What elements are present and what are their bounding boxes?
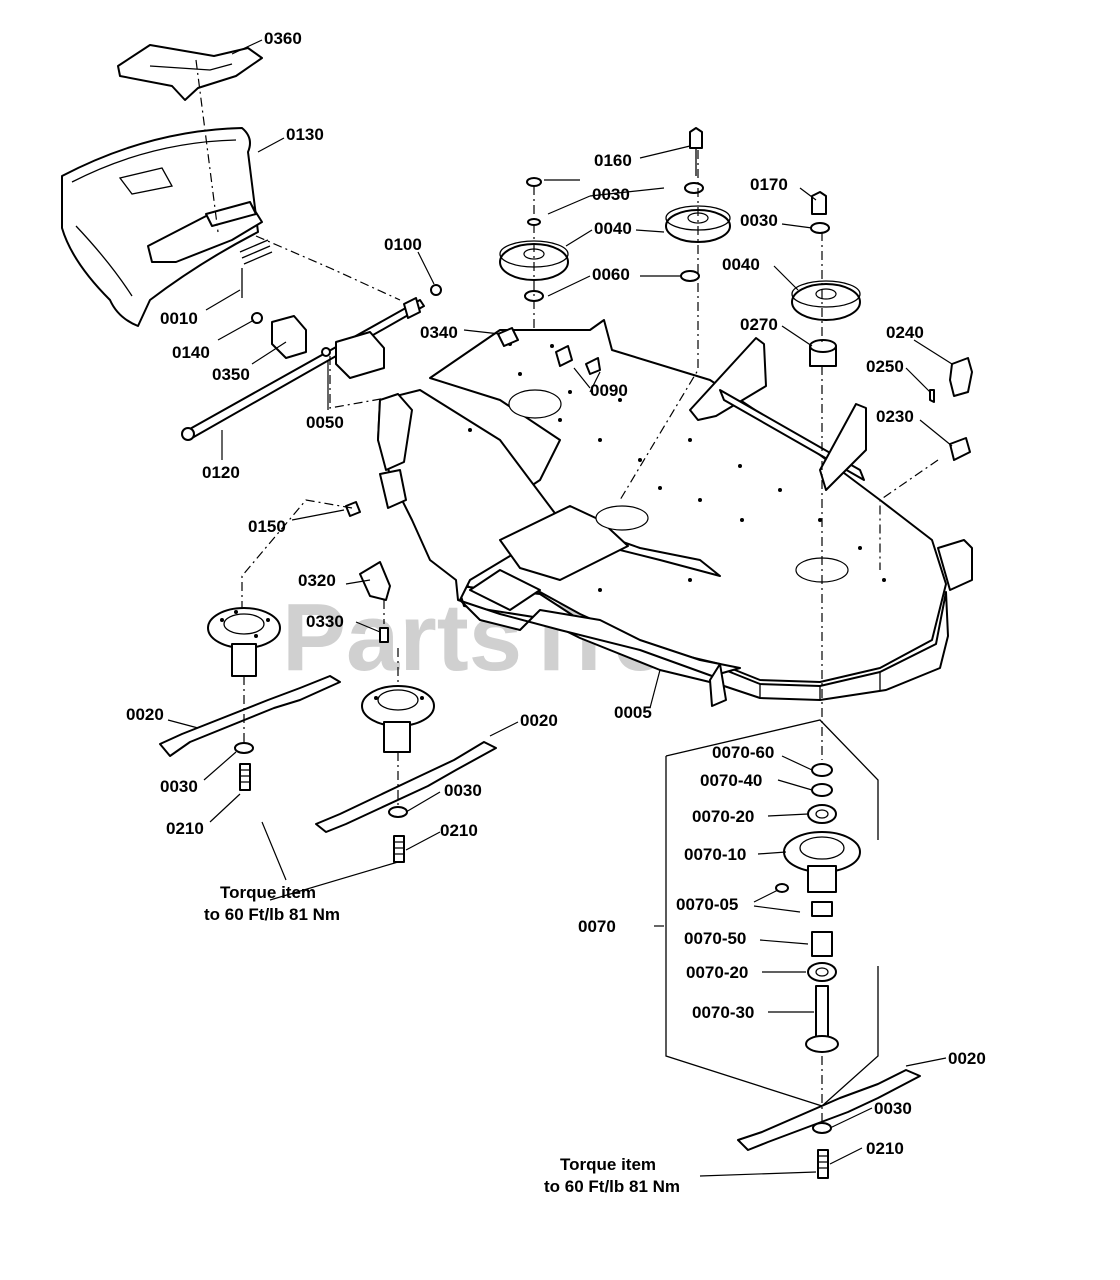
label-0360: 0360 — [264, 29, 302, 48]
label-0070-05: 0070-05 — [676, 895, 738, 914]
pivot-hardware — [251, 284, 442, 517]
chute-dash-lines — [195, 59, 421, 612]
label-0150: 0150 — [248, 517, 286, 536]
label-0210-right: 0210 — [866, 1139, 904, 1158]
label-0090: 0090 — [590, 381, 628, 400]
torque-note-right-line2: to 60 Ft/lb 81 Nm — [544, 1177, 680, 1196]
label-0070-60: 0070-60 — [712, 743, 774, 762]
label-0130: 0130 — [286, 125, 324, 144]
label-0320: 0320 — [298, 571, 336, 590]
label-0060: 0060 — [592, 265, 630, 284]
label-0020-left: 0020 — [126, 705, 164, 724]
label-0020-right: 0020 — [948, 1049, 986, 1068]
label-0030-bottom: 0030 — [874, 1099, 912, 1118]
label-0210-mid: 0210 — [440, 821, 478, 840]
label-0070-20a: 0070-20 — [692, 807, 754, 826]
label-0140: 0140 — [172, 343, 210, 362]
chute-spring-0010 — [239, 239, 273, 298]
discharge-chute-0130 — [61, 127, 263, 327]
blade-left-0020 — [159, 675, 341, 757]
label-0350: 0350 — [212, 365, 250, 384]
label-0030-mid: 0030 — [444, 781, 482, 800]
label-0340: 0340 — [420, 323, 458, 342]
label-0070-10: 0070-10 — [684, 845, 746, 864]
label-0020-mid: 0020 — [520, 711, 558, 730]
label-0070: 0070 — [578, 917, 616, 936]
mower-deck-0005 — [377, 319, 973, 707]
label-0040-right: 0040 — [722, 255, 760, 274]
label-0100: 0100 — [384, 235, 422, 254]
label-0330: 0330 — [306, 612, 344, 631]
label-0050: 0050 — [306, 413, 344, 432]
label-0210-left: 0210 — [166, 819, 204, 838]
label-0070-30: 0070-30 — [692, 1003, 754, 1022]
label-0040-top: 0040 — [594, 219, 632, 238]
part-labels: 0360 0130 0010 0100 0140 0350 0050 0120 … — [126, 29, 986, 1158]
label-0270: 0270 — [740, 315, 778, 334]
torque-note-right-line1: Torque item — [560, 1155, 656, 1174]
label-0070-40: 0070-40 — [700, 771, 762, 790]
label-0250: 0250 — [866, 357, 904, 376]
chute-bracket-0360 — [117, 44, 263, 101]
label-0010: 0010 — [160, 309, 198, 328]
blade-middle-0020 — [315, 741, 497, 833]
label-0070-50: 0070-50 — [684, 929, 746, 948]
torque-note-left-line2: to 60 Ft/lb 81 Nm — [204, 905, 340, 924]
washer-bolt-left — [234, 676, 254, 791]
label-0030-right: 0030 — [740, 211, 778, 230]
label-0030-left: 0030 — [160, 777, 198, 796]
label-0005: 0005 — [614, 703, 652, 722]
label-0230: 0230 — [876, 407, 914, 426]
washer-bolt-middle — [388, 752, 408, 863]
pulley-stack-right — [791, 191, 861, 367]
pulley-dash-lines — [533, 150, 939, 760]
label-0160: 0160 — [594, 151, 632, 170]
label-0070-20b: 0070-20 — [686, 963, 748, 982]
torque-notes: Torque item to 60 Ft/lb 81 Nm Torque ite… — [204, 883, 680, 1196]
label-0240: 0240 — [886, 323, 924, 342]
washer-bolt-right — [812, 1056, 832, 1179]
leader-lines — [167, 39, 953, 1177]
torque-note-left-line1: Torque item — [220, 883, 316, 902]
label-0030-top: 0030 — [592, 185, 630, 204]
label-0170: 0170 — [750, 175, 788, 194]
bracket-0320 — [359, 561, 391, 643]
spindle-left — [207, 607, 281, 677]
spindle-assembly-0070-parts — [775, 763, 861, 1053]
deck-hardware — [497, 327, 973, 461]
label-0120: 0120 — [202, 463, 240, 482]
spindle-middle — [361, 648, 435, 753]
blade-right-0020 — [737, 1069, 921, 1151]
